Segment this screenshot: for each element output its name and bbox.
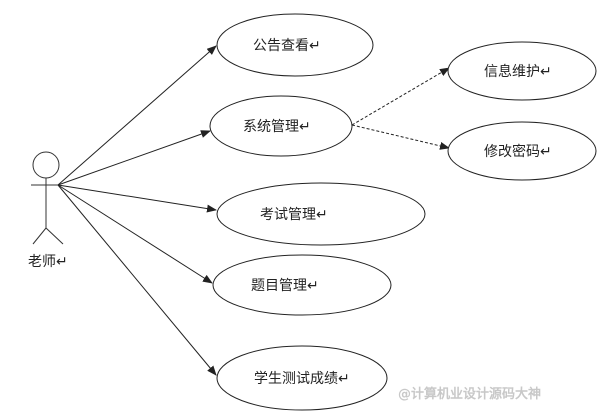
association-line bbox=[57, 45, 217, 186]
association-line bbox=[57, 184, 217, 213]
use-case-question-management bbox=[212, 254, 392, 316]
use-case-label: 系统管理↵ bbox=[243, 119, 311, 135]
use-case-info-maintenance bbox=[447, 41, 597, 101]
use-case-exam-management bbox=[216, 182, 426, 246]
use-case-label: 修改密码↵ bbox=[484, 143, 552, 160]
actor-left-leg bbox=[32, 227, 47, 245]
watermark: @计算机业设计源码大神 bbox=[398, 386, 541, 402]
use-case-change-password bbox=[447, 121, 597, 181]
actor-teacher bbox=[31, 151, 64, 245]
use-case-announcement bbox=[216, 13, 374, 77]
use-case-label: 考试管理↵ bbox=[260, 207, 328, 223]
include-line bbox=[351, 67, 450, 126]
association-line bbox=[57, 184, 213, 284]
use-case-label: 学生测试成绩↵ bbox=[254, 371, 350, 387]
actor-label: 老师↵ bbox=[28, 254, 68, 270]
actor-head bbox=[32, 151, 60, 179]
actor-right-leg bbox=[45, 227, 64, 245]
include-line bbox=[351, 124, 450, 150]
use-case-label: 公告查看↵ bbox=[253, 38, 321, 54]
use-case-label: 题目管理↵ bbox=[251, 278, 319, 294]
use-case-system-management bbox=[209, 95, 353, 157]
association-line bbox=[57, 130, 211, 186]
association-line bbox=[57, 184, 217, 376]
use-case-label: 信息维护↵ bbox=[484, 63, 552, 80]
use-case-student-scores bbox=[216, 345, 388, 411]
